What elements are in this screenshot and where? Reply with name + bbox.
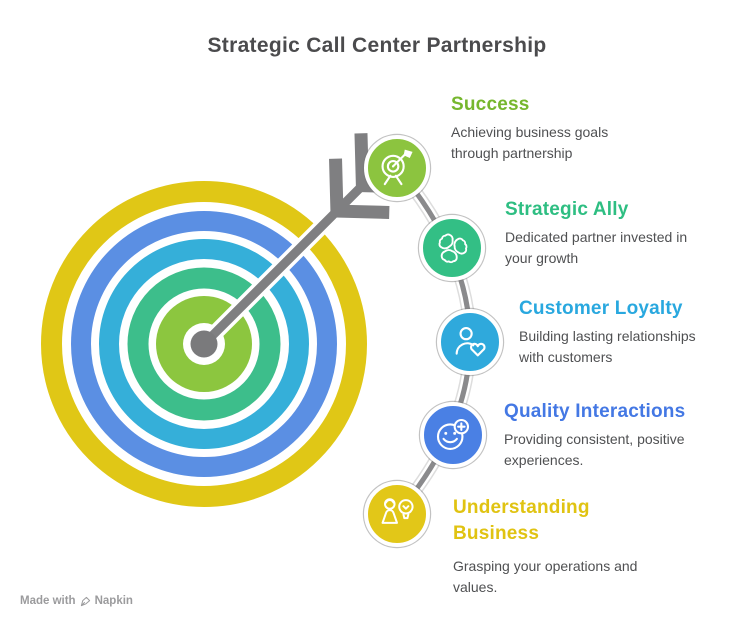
target-ring-green <box>127 267 281 421</box>
step-icon-quality-interactions <box>420 402 486 468</box>
step-desc-success: Achieving business goals through partner… <box>451 124 609 161</box>
step-title-success: Success <box>451 94 530 115</box>
step-desc-customer-loyalty: Building lasting relationships with cust… <box>519 328 696 365</box>
target-ring-cyan <box>99 239 309 449</box>
step-desc-quality-interactions: Providing consistent, positive experienc… <box>504 431 685 468</box>
step-title-quality-interactions: Quality Interactions <box>504 401 686 422</box>
step-title-strategic-ally: Strategic Ally <box>505 199 629 220</box>
step-icon-understanding-business <box>364 481 430 547</box>
napkin-pen-icon <box>80 596 90 606</box>
watermark-text: Made with <box>20 595 76 607</box>
watermark-brand: Napkin <box>94 595 133 607</box>
step-desc-understanding-business: Grasping your operations and values. <box>453 558 638 595</box>
target-dart-icon <box>381 149 413 186</box>
step-icon-strategic-ally <box>419 215 485 281</box>
page-title: Strategic Call Center Partnership <box>207 34 547 57</box>
person-lightbulb-icon <box>381 498 414 524</box>
target-ring-blue <box>71 211 337 477</box>
watermark: Made with Napkin <box>20 595 133 607</box>
step-icon-success <box>364 135 430 201</box>
target-ring-outer-yellow <box>41 181 367 507</box>
smiley-plus-icon <box>436 418 470 450</box>
step-icon-customer-loyalty <box>437 309 503 375</box>
hands-teamwork-icon <box>435 231 468 266</box>
target-center-dot <box>190 330 218 358</box>
step-title-understanding-business: Understanding Business <box>453 497 590 544</box>
arrow-fletching-1 <box>329 158 390 219</box>
step-desc-strategic-ally: Dedicated partner invested in your growt… <box>505 229 688 266</box>
step-title-customer-loyalty: Customer Loyalty <box>519 298 683 319</box>
person-heart-icon <box>455 327 486 357</box>
